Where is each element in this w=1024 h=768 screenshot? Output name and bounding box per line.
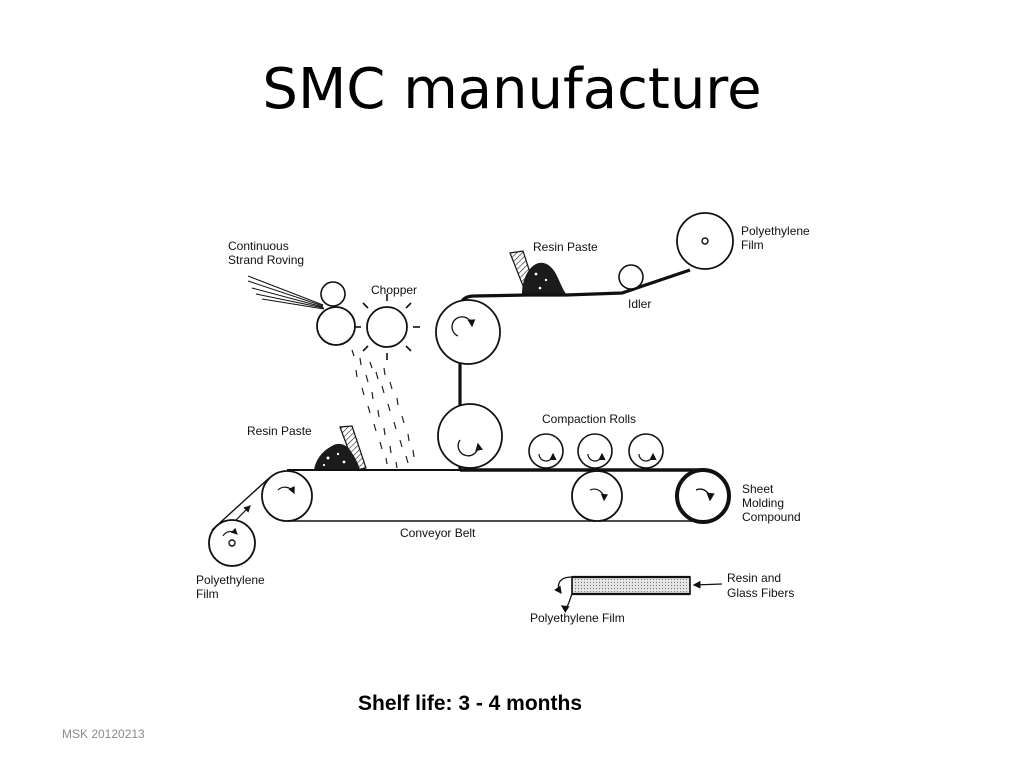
slide-title: SMC manufacture bbox=[262, 57, 762, 122]
label-compound: Compound bbox=[742, 510, 801, 524]
label-resin-paste-top: Resin Paste bbox=[533, 240, 598, 254]
lower-transfer-roll bbox=[437, 403, 503, 469]
label-polyethylene-film-detail: Polyethylene Film bbox=[530, 611, 625, 625]
label-continuous-roving: Continuous bbox=[228, 239, 289, 253]
label-chopper: Chopper bbox=[371, 283, 417, 297]
smc-cross-section bbox=[554, 575, 723, 613]
label-polyethylene-film-top: Polyethylene bbox=[741, 224, 810, 238]
label-conveyor-belt: Conveyor Belt bbox=[400, 526, 476, 540]
roving-feed-roll-bottom bbox=[316, 306, 356, 346]
smc-take-up-roll bbox=[675, 468, 731, 524]
label-resin-paste-left: Resin Paste bbox=[247, 424, 312, 438]
idler-roll bbox=[618, 264, 644, 290]
bottom-film-roll bbox=[208, 519, 256, 567]
label-idler: Idler bbox=[628, 297, 651, 311]
top-film-roll bbox=[676, 212, 734, 270]
label-glass-fibers: Glass Fibers bbox=[727, 586, 794, 600]
label-sheet: Sheet bbox=[742, 482, 774, 496]
resin-paste-pile-top bbox=[522, 262, 566, 294]
conveyor-belt bbox=[261, 469, 703, 522]
footer-note: MSK 20120213 bbox=[62, 727, 145, 741]
shelf-life-note: Shelf life: 3 - 4 months bbox=[357, 692, 583, 715]
compaction-rolls bbox=[528, 433, 664, 469]
label-strand-roving: Strand Roving bbox=[228, 253, 304, 267]
roving-feed-roll-top bbox=[320, 281, 346, 307]
label-resin-and: Resin and bbox=[727, 571, 781, 585]
smc-process-diagram: Continuous Strand Roving Chopper Resin P… bbox=[190, 200, 840, 660]
chopped-fibers bbox=[351, 349, 415, 469]
upper-transfer-roll bbox=[435, 299, 501, 365]
bottom-film-path bbox=[211, 478, 269, 531]
label-compaction-rolls: Compaction Rolls bbox=[542, 412, 636, 426]
roving-strands bbox=[247, 275, 325, 310]
label-molding: Molding bbox=[742, 496, 784, 510]
resin-paste-pile-left bbox=[314, 443, 360, 470]
chopper-icon bbox=[354, 294, 420, 360]
label-film-top: Film bbox=[741, 238, 764, 252]
label-polyethylene-film-bottom: Polyethylene bbox=[196, 573, 265, 587]
smc-process-svg: Continuous Strand Roving Chopper Resin P… bbox=[196, 212, 810, 625]
label-film-bottom: Film bbox=[196, 587, 219, 601]
